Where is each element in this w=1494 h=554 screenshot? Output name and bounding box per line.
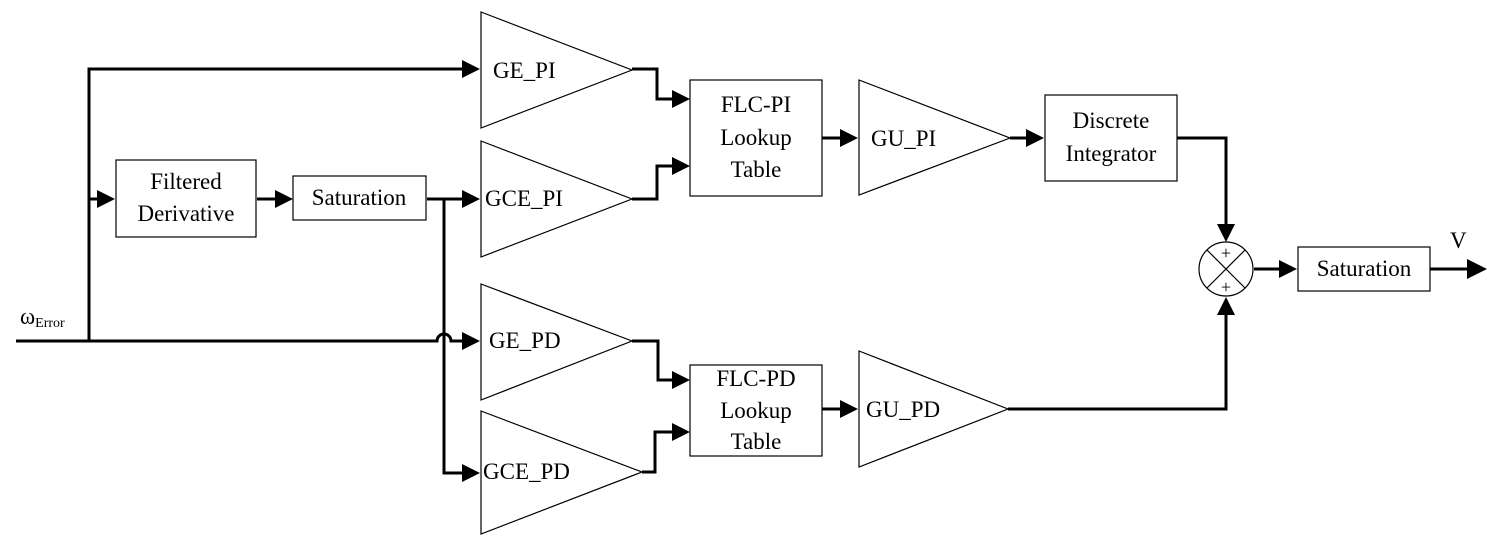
block-rect [689,79,823,197]
block-label-line: Lookup [720,125,792,150]
arrowhead [462,60,480,78]
input-symbol: ω [20,304,35,329]
arrowhead [1279,260,1297,278]
block-filtered-derivative: Filtered Derivative [115,159,257,238]
wire-gu-pd-to-sum [1008,312,1228,411]
block-label-line: FLC-PD [716,366,795,391]
block-rect [689,364,823,457]
gain-ge-pd: GE_PD [480,283,634,401]
block-label-line: Integrator [1066,141,1157,166]
arrowhead [840,400,858,418]
arrowhead [1217,297,1235,315]
arrowhead [462,332,480,350]
block-label-line: Saturation [1317,256,1412,281]
gain-triangle [480,410,644,535]
block-rect [1044,94,1178,182]
gain-ge-pi: GE_PI [480,11,634,129]
wire-gce-pd-to-flc-pd [642,430,676,474]
gain-gu-pi: GU_PI [858,79,1012,196]
arrowhead [97,190,115,208]
output-label: V [1450,228,1467,253]
arrowhead [1217,224,1235,242]
arrowhead [1026,129,1044,147]
sum-sign-top: + [1221,243,1231,263]
gain-triangle [480,283,634,401]
block-label-line: Table [731,157,782,182]
gain-label: GCE_PI [485,186,563,211]
arrowhead [1467,259,1487,279]
input-subscript: Error [35,316,65,331]
arrowhead [275,190,293,208]
wire-ge-pd-to-flc-pd [632,339,676,382]
block-rect [115,159,257,238]
wire-gce-pi-to-flc-pi [632,164,676,201]
gain-triangle [480,11,634,129]
gain-gce-pd: GCE_PD [480,410,644,535]
sum-cross-line [1206,249,1246,289]
wire-input-branch [87,67,466,341]
gain-triangle [480,140,634,258]
gain-label: GU_PD [866,397,940,422]
wire-ge-pi-to-flc-pi [632,67,676,101]
gain-label: GCE_PD [483,459,570,484]
wire-integrator-to-sum [1177,136,1228,228]
block-label-line: Saturation [312,185,407,210]
block-label-line: Derivative [137,201,234,226]
arrowhead [672,423,690,441]
block-label-line: Filtered [150,169,222,194]
input-label: ωError [20,304,65,331]
arrowhead [462,464,480,482]
gain-label: GE_PI [493,58,556,83]
arrowhead [840,129,858,147]
gain-triangle [858,79,1012,196]
sum-junction: + + [1198,241,1254,297]
gain-gu-pd: GU_PD [858,350,1010,468]
block-flc-pd-lookup-table: FLC-PD Lookup Table [689,364,823,457]
block-rect [292,175,427,221]
arrowheads [97,60,1487,482]
block-saturation: Saturation [292,175,427,221]
arrowhead [462,190,480,208]
wire-input-to-ge-pd [16,332,468,343]
block-discrete-integrator: Discrete Integrator [1044,94,1178,182]
block-output-saturation: Saturation [1297,246,1431,292]
wire-saturation-to-gce-pd [442,199,466,475]
block-label-line: Discrete [1073,108,1150,133]
input-signal-label: ωError [20,304,65,331]
gain-label: GU_PI [871,126,936,151]
block-rect [1297,246,1431,292]
sum-sign-bottom: + [1221,277,1231,297]
arrowhead [672,371,690,389]
block-label-line: FLC-PI [721,92,791,117]
arrowhead [672,157,690,175]
block-label-line: Table [731,429,782,454]
gain-triangle [858,350,1010,468]
block-flc-pi-lookup-table: FLC-PI Lookup Table [689,79,823,197]
gain-gce-pi: GCE_PI [480,140,634,258]
block-label-line: Lookup [720,398,792,423]
arrowhead [672,90,690,108]
gain-label: GE_PD [489,328,561,353]
